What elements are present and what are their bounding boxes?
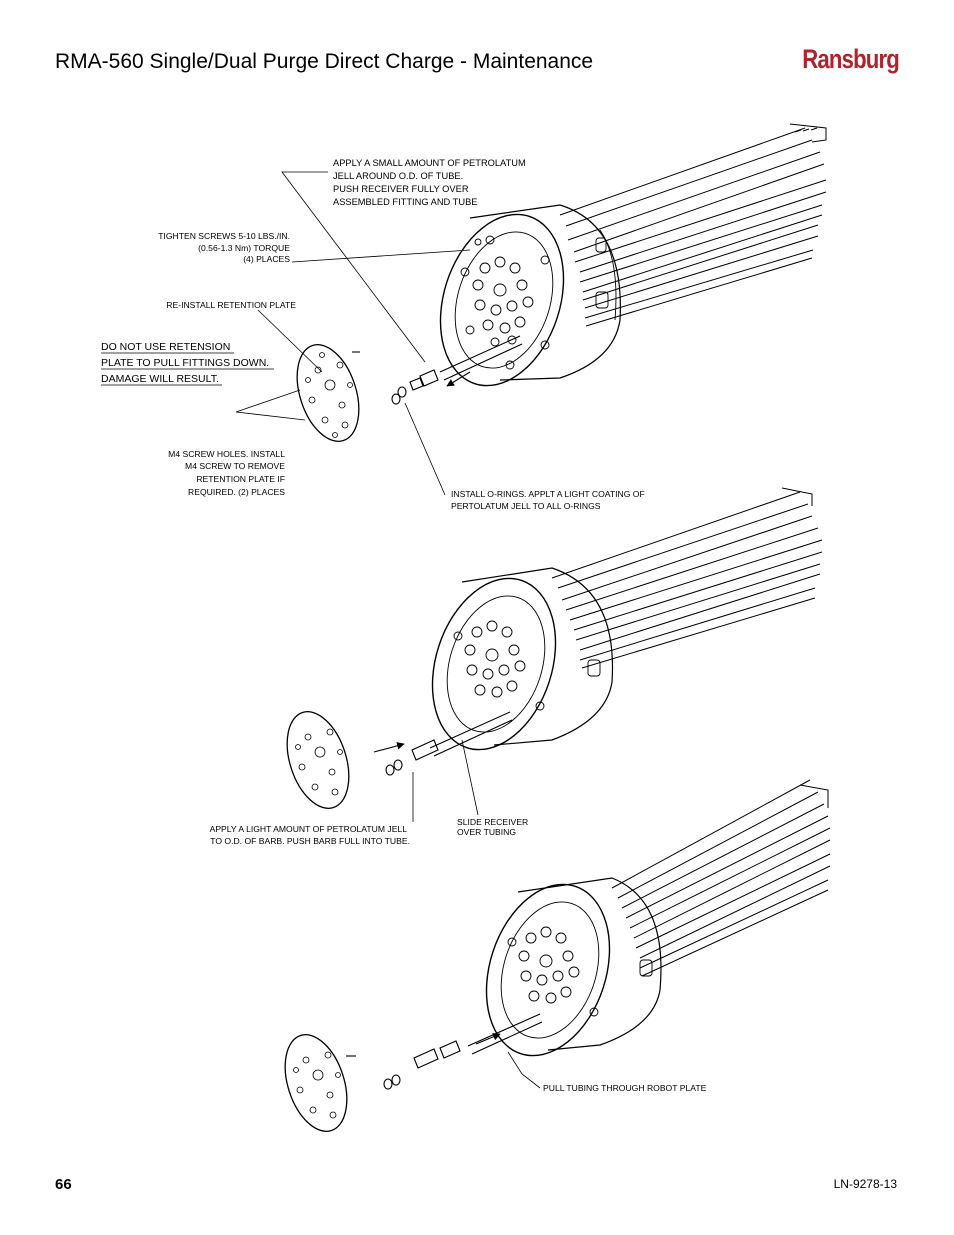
torque-note-line: (4) PLACES	[243, 254, 290, 264]
housing-cylinder	[469, 204, 621, 381]
barb-note-line: APPLY A LIGHT AMOUNT OF PETROLATUM JELL	[210, 824, 408, 834]
tube-bundle	[611, 779, 831, 977]
screw-holes-note-line: RETENTION PLATE IF	[196, 474, 285, 484]
leader-lines-2	[412, 739, 479, 822]
orings-note-line: INSTALL O-RINGS. APPLT A LIGHT COATING O…	[451, 489, 645, 499]
tube-bundle	[559, 123, 827, 327]
assembly-step-3	[284, 779, 831, 1132]
fittings-cluster	[453, 620, 545, 711]
retention-plate	[286, 711, 350, 809]
warning-line: DAMAGE WILL RESULT.	[101, 373, 219, 385]
screw-holes-note-line: M4 SCREW HOLES. INSTALL	[168, 449, 285, 459]
flange-bolts	[460, 235, 550, 370]
fittings-cluster	[507, 926, 599, 1017]
petrolatum-note-line: APPLY A SMALL AMOUNT OF PETROLATUM	[333, 158, 526, 168]
tube-bundle	[551, 487, 823, 669]
housing-cylinder	[517, 877, 662, 1051]
front-flange	[439, 213, 565, 387]
slide-note-line: OVER TUBING	[457, 827, 516, 837]
pull-note: PULL TUBING THROUGH ROBOT PLATE	[543, 1083, 707, 1093]
warning-line: DO NOT USE RETENSION	[101, 341, 230, 353]
front-flange	[485, 883, 611, 1057]
front-flange	[431, 577, 557, 751]
orings-note-line: PERTOLATUM JELL TO ALL O-RINGS	[451, 501, 601, 511]
brand-logo: Ransburg	[802, 44, 900, 74]
torque-note-line: TIGHTEN SCREWS 5-10 LBS./IN.	[158, 231, 290, 241]
step3-labels: PULL TUBING THROUGH ROBOT PLATE	[543, 1083, 707, 1093]
housing-cylinder	[461, 567, 614, 746]
petrolatum-note-line: JELL AROUND O.D. OF TUBE.	[333, 171, 463, 181]
assembly-step-1	[235, 123, 827, 496]
fittings-cluster	[472, 256, 534, 347]
screw-holes-note-line: M4 SCREW TO REMOVE	[185, 461, 285, 471]
assembly-step-2	[286, 487, 823, 822]
leader-lines-1	[235, 171, 471, 496]
page-number: 66	[55, 1176, 72, 1193]
step2-labels: APPLY A LIGHT AMOUNT OF PETROLATUM JELL …	[210, 817, 529, 846]
petrolatum-note-line: ASSEMBLED FITTING AND TUBE	[333, 197, 477, 207]
retention-plate	[284, 1034, 348, 1132]
screw-holes-note-line: REQUIRED. (2) PLACES	[188, 487, 285, 497]
reinstall-note: RE-INSTALL RETENTION PLATE	[166, 300, 296, 310]
page-title: RMA-560 Single/Dual Purge Direct Charge …	[55, 50, 594, 73]
torque-note-line: (0.56-1.3 Nm) TORQUE	[198, 243, 290, 253]
step1-labels: APPLY A SMALL AMOUNT OF PETROLATUM JELL …	[101, 158, 645, 511]
warning-line: PLATE TO PULL FITTINGS DOWN.	[101, 357, 269, 369]
barb-note-line: TO O.D. OF BARB. PUSH BARB FULL INTO TUB…	[210, 836, 410, 846]
leader-lines-3	[507, 1051, 541, 1089]
petrolatum-note-line: PUSH RECEIVER FULLY OVER	[333, 184, 469, 194]
retention-plate	[296, 344, 360, 442]
slide-note-line: SLIDE RECEIVER	[457, 817, 528, 827]
document-id: LN-9278-13	[833, 1177, 897, 1191]
